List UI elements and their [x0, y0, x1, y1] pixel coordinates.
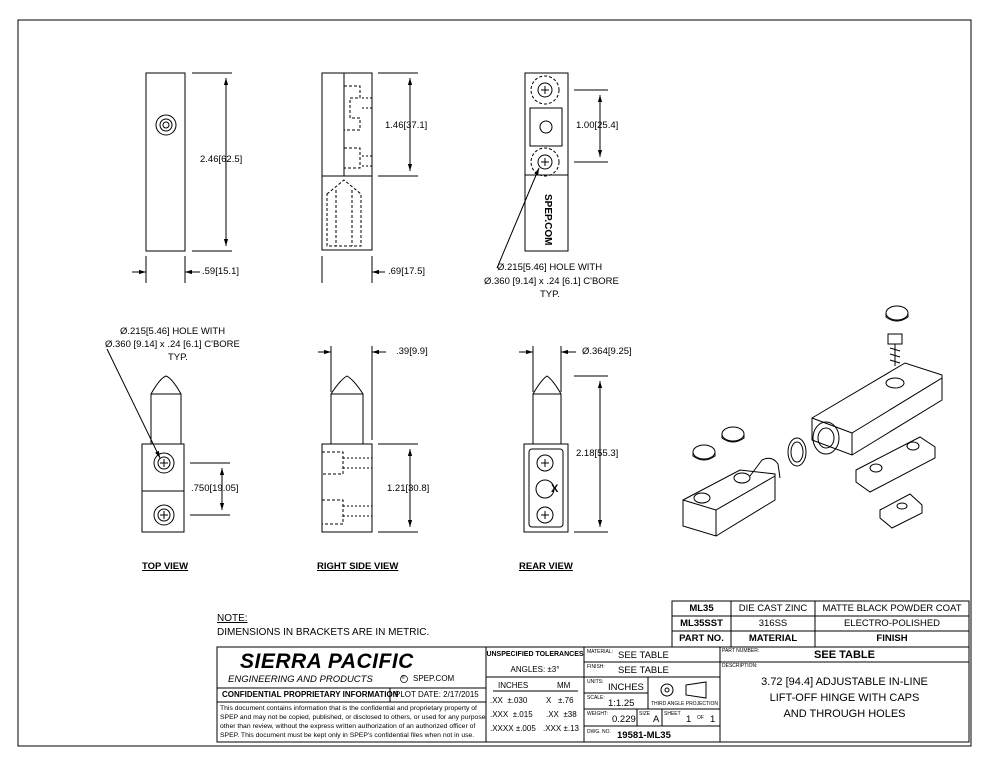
registered-mark: ®: [401, 675, 405, 681]
weight-value: 0.229: [612, 714, 636, 725]
bom-header-part: PART NO.: [679, 633, 724, 644]
part-number-value: SEE TABLE: [814, 649, 875, 661]
sheet-border: [17, 19, 972, 747]
units-label: UNITS:: [587, 679, 604, 685]
bom-finish-1: MATTE BLACK POWDER COAT: [822, 603, 962, 614]
title-block-grid: [216, 646, 970, 743]
description-line-2: LIFT-OFF HINGE WITH CAPS: [769, 692, 920, 704]
dim-0-59: .59[15.1]: [202, 266, 239, 277]
weight-label: WEIGHT:: [587, 711, 608, 717]
tolerances-title: UNSPECIFIED TOLERANCES: [486, 651, 584, 658]
tolerance-angles: ANGLES: ±3°: [510, 665, 560, 674]
third-angle-projection: THIRD ANGLE PROJECTION: [651, 701, 718, 707]
material-label: MATERIAL:: [587, 649, 614, 655]
hole-note-top: Ø.215[5.46] HOLE WITH: [120, 326, 226, 337]
dim-2-46: 2.46[62.5]: [200, 154, 243, 165]
drawing-number: 19581-ML35: [617, 730, 671, 741]
note-text: DIMENSIONS IN BRACKETS ARE IN METRIC.: [217, 627, 430, 638]
confidential-heading: CONFIDENTIAL PROPRIETARY INFORMATION: [222, 690, 399, 699]
finish-label: FINISH:: [587, 664, 605, 670]
right-side-view-label: RIGHT SIDE VIEW: [317, 561, 399, 572]
confidential-text: This document contains information that …: [220, 705, 486, 739]
top-view-top: [132, 72, 232, 283]
description-label: DESCRIPTION:: [722, 663, 758, 669]
rear-view-label: REAR VIEW: [519, 561, 573, 572]
bom-header-material: MATERIAL: [748, 633, 798, 644]
size-label: SIZE: [639, 711, 651, 717]
isometric-exploded-view: [682, 305, 943, 537]
description-line-3: AND THROUGH HOLES: [783, 708, 906, 720]
dim-0-750: .750[19.05]: [191, 483, 239, 494]
part-number-label: PART NUMBER:: [722, 648, 760, 654]
units-value: INCHES: [608, 682, 644, 693]
scale-label: SCALE:: [587, 695, 605, 701]
bom-header-finish: FINISH: [876, 633, 908, 644]
tol-row-1: .XX ±.030: [490, 696, 528, 705]
spep-brand-mark: SPEP.COM: [542, 194, 553, 246]
sheet-label: SHEET: [664, 711, 681, 717]
company-subtitle: ENGINEERING AND PRODUCTS: [228, 674, 373, 685]
scale-value: 1:1.25: [608, 698, 635, 709]
cbore-note-top: Ø.360 [9.14] x .24 [6.1] C'BORE: [105, 339, 240, 350]
tol-row-2-mm: .XX ±38: [546, 710, 577, 719]
description-line-1: 3.72 [94.4] ADJUSTABLE IN-LINE: [761, 676, 928, 688]
size-value: A: [653, 714, 660, 725]
dim-2-18: 2.18[55.3]: [576, 448, 619, 459]
plot-date: PLOT DATE: 2/17/2015: [395, 690, 479, 699]
tolerance-mm-header: MM: [557, 681, 571, 690]
finish-value: SEE TABLE: [618, 665, 669, 676]
rear-x-mark: X: [551, 483, 559, 495]
dim-0-39: .39[9.9]: [396, 346, 428, 357]
material-value: SEE TABLE: [618, 650, 669, 661]
dim-0-69: .69[17.5]: [388, 266, 425, 277]
bom-material-1: DIE CAST ZINC: [738, 603, 808, 614]
dim-dia-0-364: Ø.364[9.25]: [582, 346, 632, 357]
sheet-number: 1: [686, 714, 692, 725]
typ-note-top: TYP.: [168, 352, 188, 363]
dim-1-46: 1.46[37.1]: [385, 120, 428, 131]
dim-1-21: 1.21[30.8]: [387, 483, 430, 494]
tolerance-inches-header: INCHES: [498, 681, 529, 690]
top-view-bottom: [106, 348, 230, 533]
top-view-label: TOP VIEW: [142, 561, 189, 572]
tol-row-2: .XXX ±.015: [490, 710, 533, 719]
company-website: SPEP.COM: [413, 674, 455, 683]
bom-material-2: 316SS: [758, 618, 788, 629]
sheet-of-label: OF: [697, 715, 704, 721]
sheet-total: 1: [710, 714, 716, 725]
dwg-no-label: DWG. NO.: [587, 729, 611, 735]
bom-part-1: ML35: [689, 603, 714, 614]
company-name: SIERRA PACIFIC: [240, 650, 414, 673]
tol-row-3-mm: .XXX ±.13: [543, 724, 579, 733]
bom-finish-2: ELECTRO-POLISHED: [843, 618, 941, 629]
rear-view-bottom: [519, 346, 608, 533]
tol-row-3: .XXXX ±.005: [490, 724, 536, 733]
cbore-note-rear: Ø.360 [9.14] x .24 [6.1] C'BORE: [484, 276, 619, 287]
tol-row-1-mm: X ±.76: [546, 696, 574, 705]
right-view-bottom: [318, 346, 418, 533]
rear-view-top: [496, 72, 608, 269]
dim-1-00: 1.00[25.4]: [576, 120, 619, 131]
right-view-top: [321, 72, 418, 283]
hole-note-rear: Ø.215[5.46] HOLE WITH: [497, 262, 603, 273]
note-title: NOTE:: [217, 613, 248, 624]
typ-note-rear: TYP.: [540, 289, 560, 300]
bom-part-2: ML35SST: [680, 618, 723, 629]
